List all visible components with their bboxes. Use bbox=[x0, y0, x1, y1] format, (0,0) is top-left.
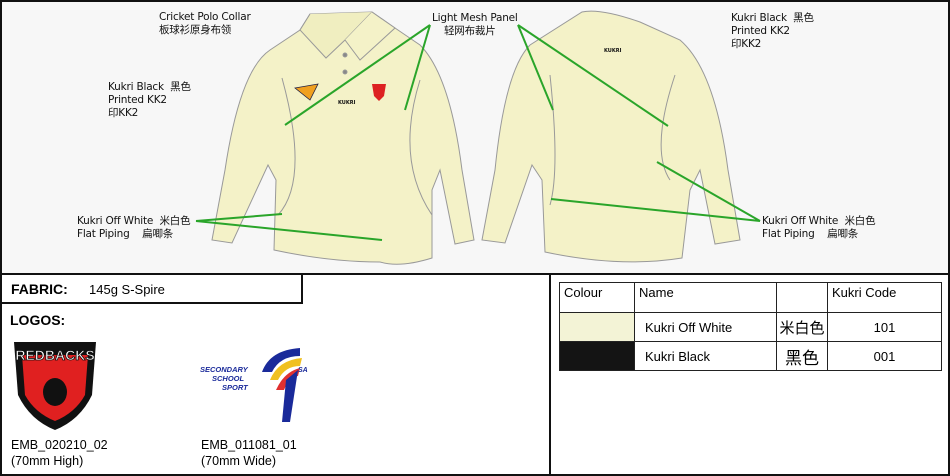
back-piping-line2-zh: 扁唧条 bbox=[827, 228, 859, 240]
svg-text:SCHOOL: SCHOOL bbox=[212, 374, 245, 383]
front-print-en: Kukri Black bbox=[108, 81, 164, 93]
back-print-line2: Printed KK2 bbox=[731, 25, 790, 37]
table-row: Kukri Black 黑色 001 bbox=[559, 341, 942, 371]
back-piping-line2: Flat Piping bbox=[762, 228, 815, 240]
svg-text:KUKRI: KUKRI bbox=[604, 48, 622, 54]
table-row: Kukri Off White 米白色 101 bbox=[559, 312, 942, 342]
fabric-box: FABRIC: 145g S-Spire bbox=[2, 275, 303, 304]
colour-code: 001 bbox=[827, 341, 942, 371]
front-piping-callout: Kukri Off White 米白色 Flat Piping 扁唧条 bbox=[77, 215, 191, 241]
logo-caption-redbacks: EMB_020210_02 (70mm High) bbox=[11, 437, 108, 469]
back-piping-zh: 米白色 bbox=[844, 215, 876, 227]
logo-code: EMB_020210_02 bbox=[11, 438, 108, 452]
front-piping-line2: Flat Piping bbox=[77, 228, 130, 240]
header-colour: Colour bbox=[559, 282, 635, 313]
colour-name: Kukri Off White bbox=[634, 312, 777, 342]
back-print-en: Kukri Black bbox=[731, 12, 787, 24]
header-name: Name bbox=[634, 282, 777, 313]
mesh-label-zh: 轻网布裁片 bbox=[444, 25, 496, 37]
colour-code: 101 bbox=[827, 312, 942, 342]
header-kukri-code: Kukri Code bbox=[827, 282, 942, 313]
svg-text:KUKRI: KUKRI bbox=[338, 100, 356, 106]
mesh-label-en: Light Mesh Panel bbox=[432, 12, 518, 24]
back-piping-callout: Kukri Off White 米白色 Flat Piping 扁唧条 bbox=[762, 215, 876, 241]
table-header-row: Colour Name Kukri Code bbox=[559, 282, 942, 313]
back-print-zh: 黑色 bbox=[793, 12, 814, 24]
svg-text:SPORT: SPORT bbox=[222, 383, 249, 392]
colour-table: Colour Name Kukri Code Kukri Off White 米… bbox=[559, 282, 942, 371]
fabric-label: FABRIC: bbox=[11, 281, 68, 297]
front-logos: KUKRI bbox=[294, 83, 386, 106]
svg-text:REDBACKS: REDBACKS bbox=[15, 347, 94, 363]
garment-illustration-panel bbox=[2, 2, 948, 275]
logo-caption-sss: EMB_011081_01 (70mm Wide) bbox=[201, 437, 297, 469]
colour-name-zh: 黑色 bbox=[776, 341, 828, 371]
front-print-zh: 黑色 bbox=[170, 81, 191, 93]
section-divider bbox=[549, 275, 551, 474]
fabric-value: 145g S-Spire bbox=[89, 282, 165, 297]
mesh-callout: Light Mesh Panel 轻网布裁片 bbox=[432, 12, 518, 38]
back-piping-en: Kukri Off White bbox=[762, 215, 839, 227]
logo-code: EMB_011081_01 bbox=[201, 438, 297, 452]
logos-title: LOGOS: bbox=[10, 312, 66, 328]
back-shirt: KUKRI bbox=[481, 10, 741, 263]
logo-size: (70mm Wide) bbox=[201, 454, 277, 468]
logo-size: (70mm High) bbox=[11, 454, 84, 468]
collar-label-zh: 板球衫原身布领 bbox=[159, 24, 232, 36]
collar-callout: Cricket Polo Collar 板球衫原身布领 bbox=[159, 11, 251, 37]
back-print-callout: Kukri Black 黑色 Printed KK2 印KK2 bbox=[731, 12, 814, 51]
front-print-callout: Kukri Black 黑色 Printed KK2 印KK2 bbox=[108, 81, 191, 120]
front-print-line2: Printed KK2 bbox=[108, 94, 167, 106]
front-piping-line2-zh: 扁唧条 bbox=[142, 228, 174, 240]
colour-swatch bbox=[559, 312, 635, 342]
front-print-line3: 印KK2 bbox=[108, 107, 139, 119]
collar-label-en: Cricket Polo Collar bbox=[159, 11, 251, 23]
redbacks-logo: REDBACKS bbox=[14, 342, 96, 430]
svg-text:SECONDARY: SECONDARY bbox=[200, 365, 249, 374]
callout-leader-lines bbox=[195, 24, 761, 241]
svg-text:SA: SA bbox=[298, 367, 308, 374]
front-piping-zh: 米白色 bbox=[159, 215, 191, 227]
colour-name-zh: 米白色 bbox=[776, 312, 828, 342]
back-print-line3: 印KK2 bbox=[731, 38, 762, 50]
front-piping-en: Kukri Off White bbox=[77, 215, 154, 227]
secondary-school-sport-logo: SECONDARY SCHOOL SPORT SA bbox=[200, 348, 308, 422]
colour-swatch bbox=[559, 341, 635, 371]
front-shirt bbox=[211, 11, 475, 265]
header-chinese bbox=[776, 282, 828, 313]
colour-name: Kukri Black bbox=[634, 341, 777, 371]
